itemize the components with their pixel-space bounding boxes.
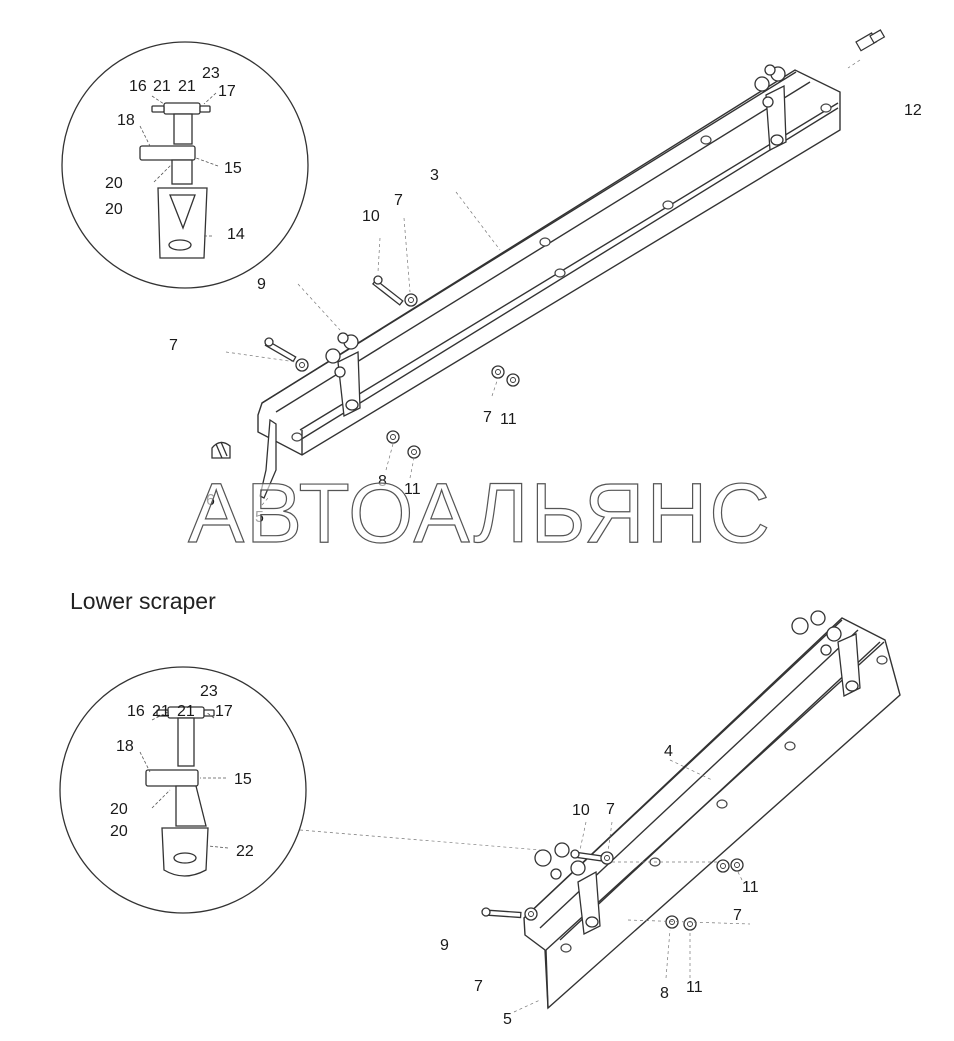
lower-right-hanger xyxy=(791,610,861,697)
label-20a: 20 xyxy=(110,801,128,818)
label-7a: 7 xyxy=(606,801,615,818)
lower-left-hanger xyxy=(534,842,601,935)
upper-detail-view xyxy=(61,41,309,289)
upper-assembly-labels: 12 3 10 7 9 7 7 11 8 11 6 5 xyxy=(169,102,922,526)
label-11a: 11 xyxy=(500,411,517,428)
label-5: 5 xyxy=(255,509,264,526)
upper-bolt-10 xyxy=(372,275,418,307)
label-20b: 20 xyxy=(110,823,128,840)
upper-fitting-12 xyxy=(855,29,886,52)
label-16: 16 xyxy=(127,703,145,720)
label-23: 23 xyxy=(202,65,220,82)
label-21b: 21 xyxy=(178,78,196,95)
label-12: 12 xyxy=(904,102,922,119)
label-7c: 7 xyxy=(483,409,492,426)
label-7b: 7 xyxy=(733,907,742,924)
lower-leader-lines xyxy=(299,759,751,1013)
label-20a: 20 xyxy=(105,175,123,192)
label-18: 18 xyxy=(116,738,134,755)
label-17: 17 xyxy=(218,83,236,100)
label-11a: 11 xyxy=(742,879,759,896)
label-21b: 21 xyxy=(177,703,195,720)
label-21a: 21 xyxy=(153,78,171,95)
hanger-bracket-14 xyxy=(139,102,211,259)
label-20b: 20 xyxy=(105,201,123,218)
label-17: 17 xyxy=(215,703,233,720)
lower-assembly-labels: 4 10 7 11 7 9 7 8 11 5 xyxy=(440,743,759,1028)
label-10: 10 xyxy=(572,802,590,819)
hanger-bracket-22 xyxy=(145,706,215,877)
watermark-logo: АВТОАЛЬЯНС xyxy=(187,468,772,558)
label-7c: 7 xyxy=(474,978,483,995)
label-8: 8 xyxy=(660,985,669,1002)
section-caption: Lower scraper xyxy=(70,588,216,614)
upper-left-hanger xyxy=(325,332,361,417)
watermark-text: АВТОАЛЬЯНС xyxy=(188,468,772,558)
label-14: 14 xyxy=(227,226,245,243)
label-6: 6 xyxy=(206,492,215,509)
label-11b: 11 xyxy=(686,979,703,996)
label-21a: 21 xyxy=(152,703,170,720)
label-5: 5 xyxy=(503,1011,512,1028)
label-11b: 11 xyxy=(404,481,421,498)
upper-right-hanger xyxy=(754,64,787,152)
label-23: 23 xyxy=(200,683,218,700)
lower-scraper-assembly: 16 21 21 23 17 18 15 20 20 22 4 10 7 11 … xyxy=(59,610,901,1028)
lower-bolt-10 xyxy=(570,849,614,865)
upper-detail-labels: 16 21 21 23 17 18 15 20 20 14 xyxy=(105,65,245,243)
label-3: 3 xyxy=(430,167,439,184)
label-18: 18 xyxy=(117,112,135,129)
label-15: 15 xyxy=(234,771,252,788)
upper-leader-lines xyxy=(225,59,861,506)
upper-rod-5 xyxy=(259,418,277,499)
upper-scraper-blade xyxy=(257,69,841,456)
upper-plug-6 xyxy=(211,441,231,459)
label-7b: 7 xyxy=(169,337,178,354)
label-9: 9 xyxy=(257,276,266,293)
lower-detail-labels: 16 21 21 23 17 18 15 20 20 22 xyxy=(110,683,254,860)
label-10: 10 xyxy=(362,208,380,225)
label-7a: 7 xyxy=(394,192,403,209)
label-15: 15 xyxy=(224,160,242,177)
label-8: 8 xyxy=(378,473,387,490)
lower-detail-view xyxy=(59,666,307,914)
upper-scraper-assembly: 16 21 21 23 17 18 15 20 20 14 12 3 10 7 … xyxy=(61,29,922,526)
label-16: 16 xyxy=(129,78,147,95)
lower-bolt-9 xyxy=(481,907,538,921)
label-9: 9 xyxy=(440,937,449,954)
label-22: 22 xyxy=(236,843,254,860)
upper-bolt-9 xyxy=(264,337,309,372)
label-4: 4 xyxy=(664,743,673,760)
